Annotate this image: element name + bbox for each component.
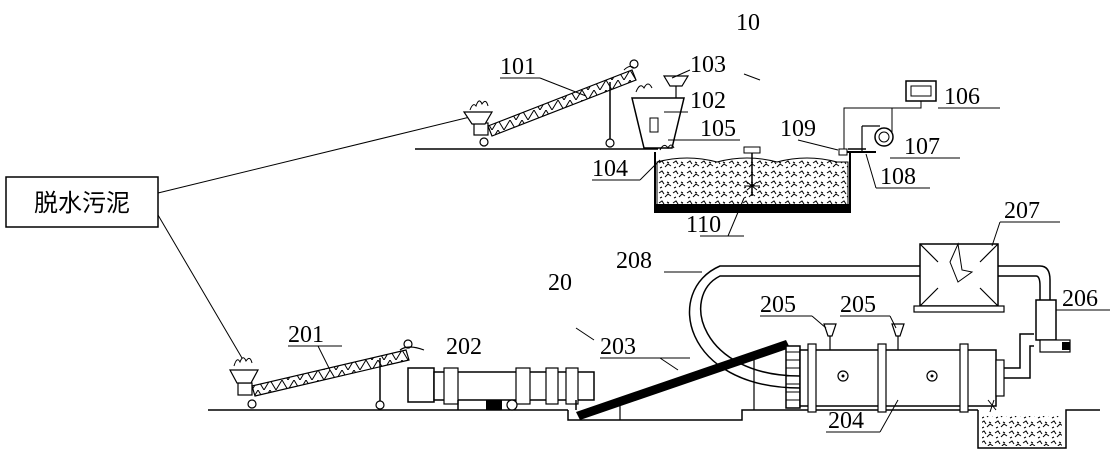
upper-belt-conveyor — [462, 59, 639, 148]
output-bin — [982, 416, 1062, 446]
label-207: 207 — [1004, 198, 1040, 224]
part-labels: 10 20 101 102 103 104 105 106 107 108 10… — [288, 10, 1098, 434]
source-label: 脱水污泥 — [34, 189, 130, 217]
label-108: 108 — [880, 164, 916, 190]
horizontal-fermenter — [785, 343, 1005, 413]
label-204: 204 — [828, 408, 864, 434]
label-201: 201 — [288, 322, 324, 348]
lower-ground-line — [208, 409, 1100, 449]
feed-lines — [157, 116, 471, 359]
label-203: 203 — [600, 334, 636, 360]
leader-lines — [288, 69, 1110, 433]
exhaust-duct — [688, 265, 1051, 389]
label-109: 109 — [780, 116, 816, 142]
label-101: 101 — [500, 54, 536, 80]
lower-belt-conveyor — [228, 339, 425, 410]
label-103: 103 — [690, 52, 726, 78]
label-107: 107 — [904, 134, 940, 160]
inclined-conveyor — [576, 340, 790, 420]
additive-hoppers — [823, 323, 905, 350]
label-105: 105 — [700, 116, 736, 142]
label-205-a: 205 — [760, 292, 796, 318]
label-208: 208 — [616, 248, 652, 274]
fermentation-tank — [654, 146, 851, 213]
label-20: 20 — [548, 270, 572, 296]
label-205-b: 205 — [840, 292, 876, 318]
label-202: 202 — [446, 334, 482, 360]
mixing-hopper — [631, 75, 690, 151]
aeration-equipment — [838, 80, 937, 156]
label-110: 110 — [686, 212, 721, 238]
source-box: 脱水污泥 — [5, 176, 159, 228]
label-102: 102 — [690, 88, 726, 114]
label-106: 106 — [944, 84, 980, 110]
label-10: 10 — [736, 10, 760, 36]
label-104: 104 — [592, 156, 628, 182]
rotary-drum — [407, 367, 595, 411]
label-206: 206 — [1062, 286, 1098, 312]
cyclone-separator — [913, 242, 1005, 313]
exhaust-fan — [1035, 299, 1071, 353]
